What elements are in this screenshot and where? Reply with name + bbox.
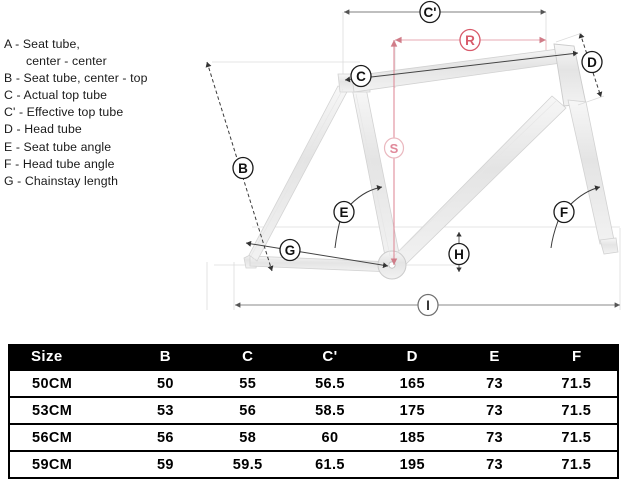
cell-f: 71.5 <box>535 396 620 425</box>
marker-c: C <box>350 64 372 88</box>
marker-label-f: F <box>560 205 568 220</box>
cell-e: 73 <box>453 369 536 398</box>
table-row: 53CM 53 56 58.5 175 73 71.5 <box>7 396 620 425</box>
cell-c: 59.5 <box>206 450 289 479</box>
cell-f: 71.5 <box>535 423 620 452</box>
cell-c: 56 <box>206 396 289 425</box>
column-header-e: E <box>453 344 536 370</box>
column-header-f: F <box>535 344 618 370</box>
table-row: 59CM 59 59.5 61.5 195 73 71.5 <box>7 450 620 479</box>
table-header: Size B C C' D E F <box>9 344 618 370</box>
marker-label-g: G <box>285 243 296 258</box>
marker-r: R <box>459 28 481 52</box>
dimension-c <box>344 50 579 83</box>
legend-item-g: G - Chainstay length <box>4 173 119 188</box>
geometry-spec-table: Size B C C' D E F 50CM 50 55 56.5 165 73… <box>7 344 620 479</box>
marker-i: I <box>417 293 439 317</box>
dimension-f <box>550 185 601 249</box>
cell-size: 50CM <box>7 369 125 398</box>
seatstay <box>248 85 349 262</box>
column-header-b: B <box>124 344 207 370</box>
fork-dropout <box>599 237 619 255</box>
cell-f: 71.5 <box>535 450 620 479</box>
cell-b: 56 <box>124 423 207 452</box>
marker-label-b: B <box>238 161 248 176</box>
legend-item-a-cont: center - center <box>26 54 107 69</box>
dimension-g <box>245 240 389 269</box>
frame-geometry-drawing: C' R C D B S E <box>205 0 621 317</box>
cell-size: 59CM <box>7 450 125 479</box>
cell-c: 55 <box>206 369 289 398</box>
seat-tube <box>351 87 401 262</box>
cell-e: 73 <box>453 423 536 452</box>
column-header-d: D <box>371 344 454 370</box>
down-tube <box>387 95 567 271</box>
cell-c: 58 <box>206 423 289 452</box>
marker-label-c: C <box>356 69 366 84</box>
diagram-area: A - Seat tube, center - center B - Seat … <box>4 0 621 317</box>
marker-label-d: D <box>587 55 597 70</box>
cell-size: 53CM <box>7 396 125 425</box>
legend-item-c: C - Actual top tube <box>4 88 108 103</box>
cell-b: 53 <box>124 396 207 425</box>
legend-item-a: A - Seat tube, <box>4 37 80 51</box>
marker-label-h: H <box>454 247 464 262</box>
cell-e: 73 <box>453 396 536 425</box>
legend-item-e: E - Seat tube angle <box>4 139 112 154</box>
marker-d: D <box>581 50 603 74</box>
marker-b: B <box>232 156 254 180</box>
cell-c-prime: 61.5 <box>288 450 372 479</box>
column-header-size: Size <box>9 344 125 370</box>
marker-label-e: E <box>339 205 348 220</box>
marker-label-c-prime: C' <box>424 5 437 20</box>
cell-b: 50 <box>124 369 207 398</box>
dimension-markers: C' R C D B S E <box>232 0 603 317</box>
table-row: 56CM 56 58 60 185 73 71.5 <box>7 423 620 452</box>
legend-item-b: B - Seat tube, center - top <box>4 71 148 86</box>
cell-e: 73 <box>453 450 536 479</box>
cell-d: 165 <box>371 369 454 398</box>
marker-e: E <box>333 200 355 224</box>
fork-blade <box>567 99 615 245</box>
cell-d: 195 <box>371 450 454 479</box>
legend-item-c-prime: C' - Effective top tube <box>4 105 124 120</box>
column-header-c-prime: C' <box>288 344 372 370</box>
head-tube <box>553 43 587 107</box>
cell-c-prime: 56.5 <box>288 369 372 398</box>
dimension-d <box>555 32 605 106</box>
cell-size: 56CM <box>7 423 125 452</box>
cell-c-prime: 60 <box>288 423 372 452</box>
cell-d: 175 <box>371 396 454 425</box>
marker-f: F <box>553 200 575 224</box>
top-tube <box>351 47 569 93</box>
marker-g: G <box>279 238 301 262</box>
marker-c-prime: C' <box>419 0 441 24</box>
marker-s: S <box>383 137 405 159</box>
column-header-c: C <box>206 344 289 370</box>
dimension-e <box>334 185 383 249</box>
table-body: 50CM 50 55 56.5 165 73 71.5 53CM 53 56 5… <box>7 369 620 479</box>
cell-d: 185 <box>371 423 454 452</box>
table-row: 50CM 50 55 56.5 165 73 71.5 <box>7 369 620 398</box>
cell-c-prime: 58.5 <box>288 396 372 425</box>
legend-item-f: F - Head tube angle <box>4 156 115 171</box>
cell-b: 59 <box>124 450 207 479</box>
legend: A - Seat tube, center - center B - Seat … <box>4 36 200 190</box>
marker-label-i: I <box>426 298 430 313</box>
cell-f: 71.5 <box>535 369 620 398</box>
marker-label-s: S <box>390 141 399 156</box>
table-header-row: Size B C C' D E F <box>9 344 618 370</box>
legend-item-d: D - Head tube <box>4 122 82 137</box>
bicycle-frame <box>243 43 619 280</box>
marker-h: H <box>448 242 470 266</box>
marker-label-r: R <box>465 33 475 48</box>
